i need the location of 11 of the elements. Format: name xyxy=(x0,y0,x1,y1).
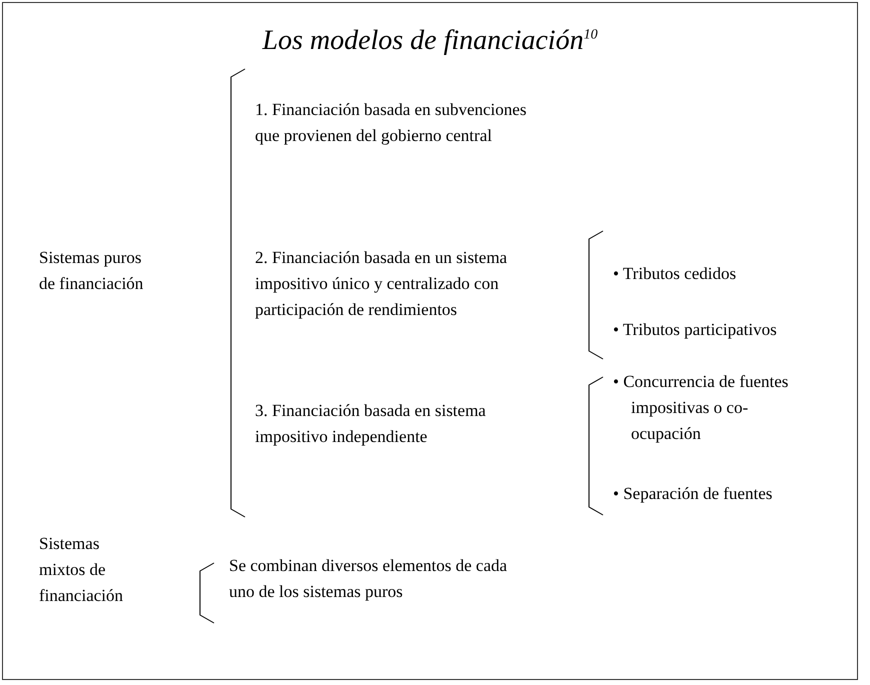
label-text: Sistemas mixtos de financiación xyxy=(39,533,124,607)
label-text: 1. Financiación basada en subvenciones que provienen del gobierno central xyxy=(255,99,528,147)
label-text: 3. Financiación basada en sistema impositivo independiente xyxy=(255,400,487,448)
title: Los modelos de financiación$^{10}$ xyxy=(261,25,599,57)
bullet-item: • Tributos participativos xyxy=(613,319,778,341)
bullet-item: • Separación de fuentes xyxy=(613,483,774,505)
label-text: Se combinan diversos elementos de cada uno de los sistemas puros xyxy=(229,555,508,603)
label-text: 2. Financiación basada en un sistema impositivo único y centralizado con participación de rendimientos xyxy=(255,247,508,321)
bullet-item: • Concurrencia de fuentes impositivas o co-ocupación xyxy=(613,371,790,445)
label-text: Sistemas puros de financiación xyxy=(39,247,144,295)
bullet-item: • Tributos cedidos xyxy=(613,263,738,285)
